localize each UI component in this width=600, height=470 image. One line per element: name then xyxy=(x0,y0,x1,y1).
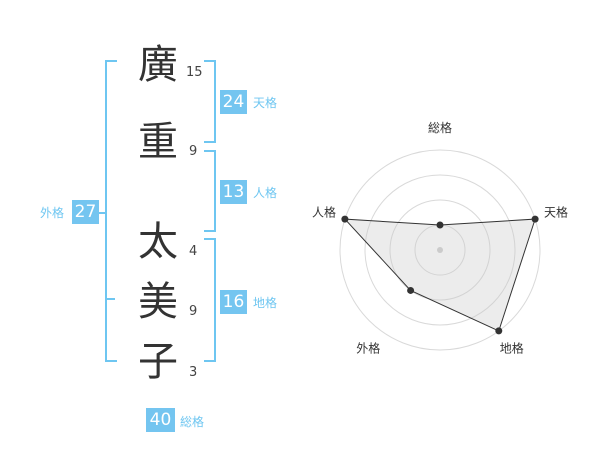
soukaku-value-badge: 40 xyxy=(146,408,175,432)
tenkaku-value-badge: 24 xyxy=(220,90,247,114)
radar-axis-label-4: 外格 xyxy=(356,341,380,356)
radar-ring-2 xyxy=(389,199,491,301)
soukaku-label: 総格 xyxy=(180,415,205,429)
radar-center-dot xyxy=(437,247,443,253)
radar-ring-3 xyxy=(364,174,516,326)
radar-point-2 xyxy=(531,215,539,223)
radar-point-4 xyxy=(407,286,415,294)
radar-point-5 xyxy=(341,215,349,223)
name-char-2: 重 xyxy=(138,119,178,165)
radar-axis-label-5: 人格 xyxy=(312,204,336,219)
radar-point-3 xyxy=(495,327,503,335)
radar-area xyxy=(343,218,536,332)
name-char-1: 廣 xyxy=(138,42,178,88)
chikaku-value-badge: 16 xyxy=(220,290,247,314)
name-char-4: 美 xyxy=(138,279,178,325)
radar-point-1 xyxy=(436,221,444,229)
tenkaku-label: 天格 xyxy=(253,96,278,110)
stroke-count-4: 9 xyxy=(189,304,198,319)
radar-axis-label-2: 天格 xyxy=(544,204,568,219)
jinkaku-label: 人格 xyxy=(253,186,278,200)
stroke-count-3: 4 xyxy=(189,244,198,259)
radar-ring-4 xyxy=(339,149,541,351)
name-char-5: 子 xyxy=(138,339,178,385)
gaikaku-bracket xyxy=(105,60,117,362)
radar-axis-label-1: 総格 xyxy=(428,120,452,135)
name-char-3: 太 xyxy=(138,219,178,265)
gaikaku-bracket-split xyxy=(105,298,115,300)
stroke-count-5: 3 xyxy=(189,365,198,380)
jinkaku-bracket xyxy=(204,150,216,232)
gaikaku-value-badge: 27 xyxy=(72,200,99,224)
chikaku-bracket xyxy=(204,238,216,362)
jinkaku-value-badge: 13 xyxy=(220,180,247,204)
gaikaku-bracket-tick xyxy=(99,212,105,214)
radar-axis-label-3: 地格 xyxy=(500,341,524,356)
tenkaku-bracket xyxy=(204,60,216,143)
chikaku-label: 地格 xyxy=(253,296,278,310)
gaikaku-label: 外格 xyxy=(40,206,65,220)
stroke-count-1: 15 xyxy=(186,65,203,80)
stroke-count-2: 9 xyxy=(189,144,198,159)
